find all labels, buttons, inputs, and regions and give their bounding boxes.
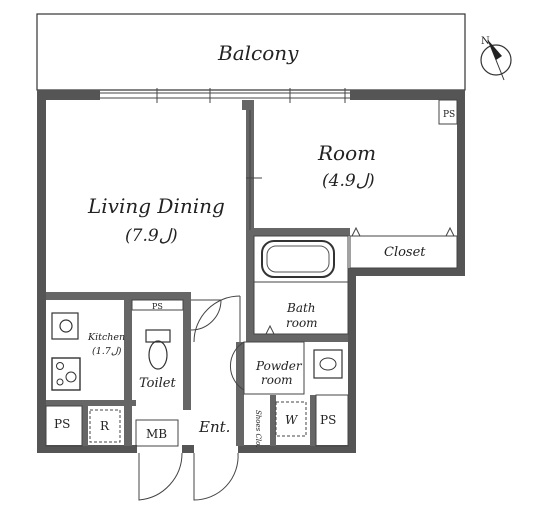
refrigerator-label: R bbox=[100, 419, 110, 433]
ps-left-label: PS bbox=[54, 417, 70, 431]
north-compass-icon: N bbox=[480, 36, 512, 81]
outer-walls bbox=[37, 90, 465, 453]
living-dining-label: Living Dining bbox=[87, 194, 225, 218]
shoe-closet-label: Shoes Clo. bbox=[254, 410, 262, 447]
kitchen-label-2: (1.7ل) bbox=[92, 346, 122, 357]
entrance-label: Ent. bbox=[198, 418, 230, 436]
room-label: Room bbox=[317, 141, 376, 165]
closet-marks bbox=[351, 226, 455, 237]
balcony-label: Balcony bbox=[217, 41, 299, 65]
ps-toilet-label: PS bbox=[152, 302, 163, 311]
ps-top-label: PS bbox=[443, 110, 455, 120]
stove-icon bbox=[51, 357, 81, 391]
room-size: (4.9ل) bbox=[322, 171, 375, 191]
balcony-windows bbox=[100, 88, 350, 103]
ps-right-label: PS bbox=[320, 413, 336, 427]
washer-icon bbox=[275, 401, 307, 437]
refrigerator-icon bbox=[89, 409, 121, 443]
powder-room-label-2: room bbox=[261, 373, 293, 387]
room-sliding-door bbox=[246, 110, 262, 230]
bath-label-2: room bbox=[286, 316, 318, 330]
door-swings bbox=[138, 295, 275, 501]
kitchen-label-1: Kitchen bbox=[87, 332, 125, 343]
balcony-area bbox=[36, 13, 466, 91]
north-label: N bbox=[481, 36, 490, 47]
toilet-icon bbox=[145, 329, 171, 370]
powder-room-label-1: Powder bbox=[255, 359, 303, 373]
room-lines bbox=[45, 99, 458, 447]
living-dining-size: (7.9ل) bbox=[125, 226, 178, 246]
toilet-label: Toilet bbox=[139, 376, 176, 391]
closet-label: Closet bbox=[384, 245, 426, 260]
meter-box-label: MB bbox=[146, 427, 167, 441]
bathtub-icon bbox=[261, 240, 335, 278]
interior-walls bbox=[46, 100, 350, 446]
washbasin-icon bbox=[313, 349, 343, 379]
bath-label-1: Bath bbox=[286, 301, 316, 315]
washer-label: W bbox=[285, 413, 299, 427]
kitchen-sink-icon bbox=[51, 312, 79, 340]
